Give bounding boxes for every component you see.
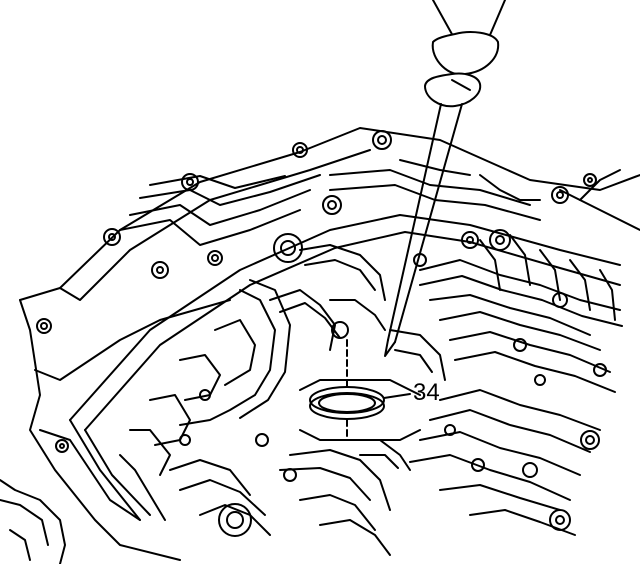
lower-left-casting [0, 480, 65, 564]
valve-body-passages-left [120, 280, 390, 555]
callout-leader-line [384, 394, 410, 398]
case-outline [20, 128, 640, 560]
bolt-holes [37, 131, 596, 452]
callout-label-34: 34 [413, 379, 440, 406]
separator-plate-outline [70, 215, 620, 520]
valve-body-passages-right [410, 230, 622, 535]
bore-cavity [300, 380, 420, 440]
screwdriver-icon [385, 0, 505, 356]
seal-ring-34 [310, 387, 384, 419]
